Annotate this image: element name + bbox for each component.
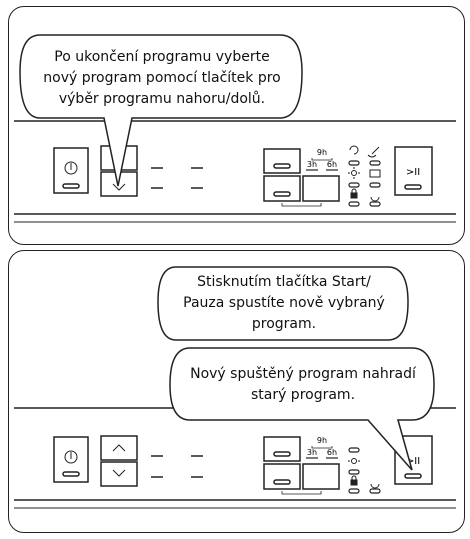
bubble-2a-line-3: program. xyxy=(251,316,317,332)
option-button-top-left[interactable] xyxy=(263,148,301,174)
bubble-2a-text: Stisknutím tlačítka Start/ Pauza spustít… xyxy=(160,272,408,335)
speech-bubble-2b xyxy=(169,347,435,471)
program-up-button-2[interactable] xyxy=(100,435,138,461)
svg-text:3h: 3h xyxy=(307,448,317,457)
bubble-2b-line-1: Nový spuštěný program nahradí xyxy=(190,366,416,382)
speech-bubble-2a xyxy=(157,266,409,341)
bubble-1-line-2: nový program pomocí tlačítek pro xyxy=(43,70,281,86)
delay-start-button[interactable] xyxy=(302,175,340,202)
power-button[interactable] xyxy=(53,147,89,194)
bubble-1-line-3: výběr programu nahoru/dolů. xyxy=(58,91,266,107)
power-button-2[interactable] xyxy=(53,436,89,483)
bubble-2a-line-2: Pauza spustíte nově vybraný xyxy=(183,295,385,311)
svg-text:6h: 6h xyxy=(327,448,337,457)
bubble-2b-text: Nový spuštěný program nahradí starý prog… xyxy=(172,364,434,406)
delay-indicators: 9h 3h 6h xyxy=(306,148,338,171)
svg-text:>II: >II xyxy=(406,167,420,178)
speech-bubble-1 xyxy=(19,34,303,187)
delay-start-button-2[interactable] xyxy=(302,463,340,490)
bubble-2a-line-1: Stisknutím tlačítka Start/ xyxy=(197,274,371,290)
option-button-bottom-left-2[interactable] xyxy=(263,463,301,490)
start-pause-button[interactable]: >II xyxy=(394,146,433,196)
bubble-1-line-1: Po ukončení programu vyberte xyxy=(54,49,270,65)
svg-text:9h: 9h xyxy=(317,148,327,157)
option-button-bottom-left[interactable] xyxy=(263,175,301,202)
program-indicators-2 xyxy=(151,455,203,478)
program-down-button-2[interactable] xyxy=(100,461,138,487)
option-indicator-icons-2 xyxy=(348,447,381,494)
bubble-2b-line-2: starý program. xyxy=(250,387,356,403)
bubble-1-text: Po ukončení programu vyberte nový progra… xyxy=(22,47,302,110)
option-indicator-icons xyxy=(348,145,381,207)
delay-indicators-2: 9h 3h 6h xyxy=(306,436,338,459)
svg-text:>II: >II xyxy=(406,456,420,467)
svg-text:3h: 3h xyxy=(307,160,317,169)
option-button-top-left-2[interactable] xyxy=(263,436,301,462)
program-indicators xyxy=(151,167,203,189)
svg-text:6h: 6h xyxy=(327,160,337,169)
svg-text:9h: 9h xyxy=(317,436,327,445)
